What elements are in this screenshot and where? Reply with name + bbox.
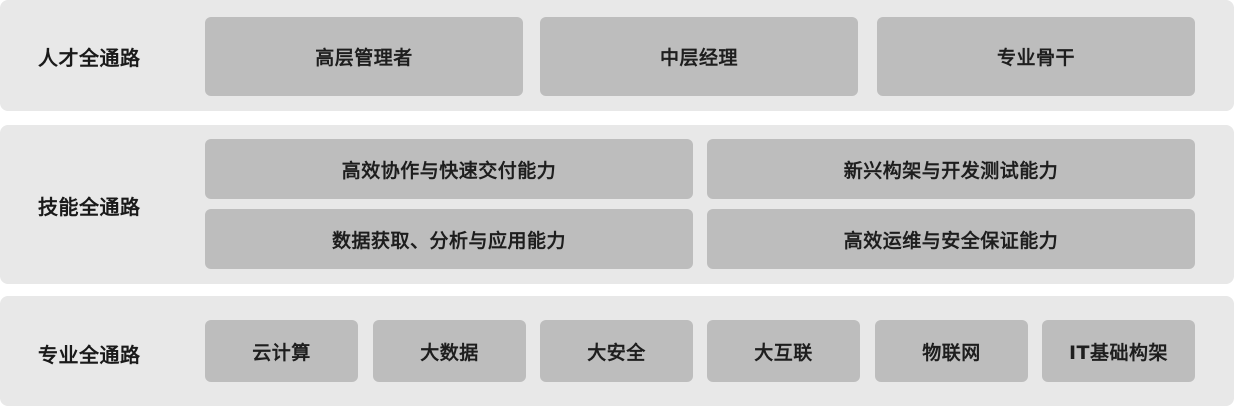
talent-item-senior-management: 高层管理者: [205, 17, 523, 96]
skills-pathway-label: 技能全通路: [38, 195, 141, 219]
pro-item-it-infrastructure: IT基础构架: [1042, 320, 1195, 382]
skill-item-ops-security: 高效运维与安全保证能力: [707, 209, 1195, 269]
skill-item-data-analysis: 数据获取、分析与应用能力: [205, 209, 693, 269]
pro-item-cloud-computing: 云计算: [205, 320, 358, 382]
pro-item-big-interconnect: 大互联: [707, 320, 860, 382]
pro-item-big-data: 大数据: [373, 320, 526, 382]
skills-pathway-band: 技能全通路 高效协作与快速交付能力 新兴构架与开发测试能力 数据获取、分析与应用…: [0, 125, 1234, 284]
professional-pathway-label: 专业全通路: [38, 343, 141, 367]
talent-item-middle-manager: 中层经理: [540, 17, 858, 96]
professional-pathway-band: 专业全通路 云计算 大数据 大安全 大互联 物联网 IT基础构架: [0, 296, 1234, 406]
skill-item-architecture-dev-test: 新兴构架与开发测试能力: [707, 139, 1195, 199]
talent-pathway-label: 人才全通路: [38, 46, 141, 70]
talent-pathway-band: 人才全通路 高层管理者 中层经理 专业骨干: [0, 0, 1234, 111]
skill-item-collaboration-delivery: 高效协作与快速交付能力: [205, 139, 693, 199]
pro-item-iot: 物联网: [875, 320, 1028, 382]
talent-item-professional-backbone: 专业骨干: [877, 17, 1195, 96]
pro-item-big-security: 大安全: [540, 320, 693, 382]
